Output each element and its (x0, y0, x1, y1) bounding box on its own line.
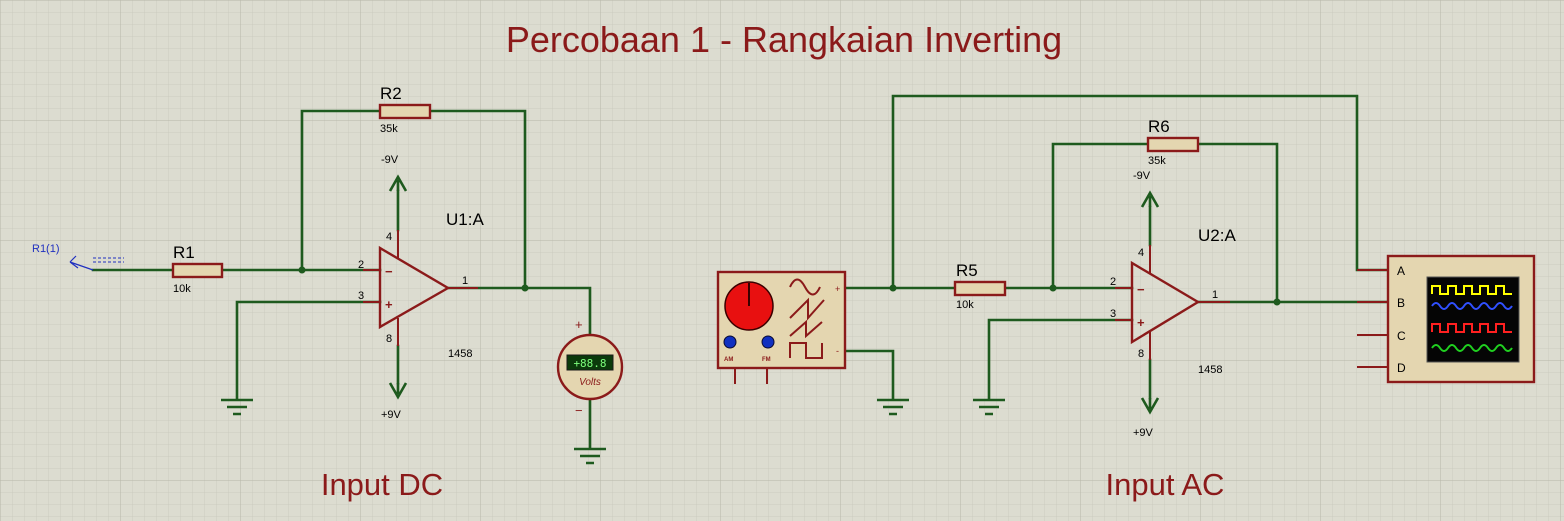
sine-wave-icon (789, 278, 821, 296)
opamp-ref: U2:A (1198, 226, 1236, 245)
fm-label: FM (762, 357, 771, 363)
voltage-probe[interactable]: R1(1) (32, 243, 124, 271)
voltmeter-reading: +88.8 (573, 357, 606, 370)
resistor-value: 35k (380, 123, 398, 135)
power-terminal-u2-vneg[interactable]: -9V (1133, 170, 1160, 208)
channel-label-a: A (1397, 264, 1405, 278)
opamp-part-number: 1458 (1198, 364, 1222, 376)
power-label: +9V (381, 409, 402, 421)
generator-plus-terminal: + (835, 284, 840, 294)
power-terminal-u1-vpos[interactable]: +9V (381, 382, 408, 421)
voltmeter-unit: Volts (579, 377, 601, 388)
ground-symbol (973, 398, 1005, 416)
triangle-wave-icon (789, 319, 823, 339)
junction-dot (521, 284, 529, 292)
section-label-dc: Input DC (321, 467, 443, 502)
power-terminal-u2-vpos[interactable]: +9V (1133, 397, 1160, 439)
ground-symbol (574, 447, 606, 465)
channel-label-c: C (1397, 329, 1406, 343)
resistor-value: 35k (1148, 155, 1166, 167)
trace-d-sine (1431, 344, 1513, 352)
pin-number-output: 1 (462, 275, 468, 287)
voltmeter-plus-sign: + (575, 317, 583, 332)
voltmeter[interactable]: +88.8 Volts + − (556, 317, 624, 418)
inverting-sign: − (1137, 282, 1145, 297)
oscilloscope[interactable]: A B C D (1357, 254, 1536, 384)
pin-number-vpos: 8 (1138, 348, 1144, 360)
resistor-r6[interactable]: R6 35k (1146, 117, 1200, 167)
function-generator[interactable]: AM FM + - (716, 270, 847, 384)
channel-label-d: D (1397, 361, 1406, 375)
diagram-title: Percobaan 1 - Rangkaian Inverting (506, 19, 1062, 60)
sawtooth-wave-icon (789, 297, 825, 321)
section-label-ac: Input AC (1106, 467, 1225, 502)
junction-dot (889, 284, 897, 292)
opamp-part-number: 1458 (448, 348, 472, 360)
resistor-ref: R5 (956, 261, 978, 280)
trace-a-square (1431, 285, 1512, 295)
channel-label-b: B (1397, 296, 1405, 310)
square-wave-icon (789, 342, 823, 359)
power-terminal-u1-vneg[interactable]: -9V (381, 154, 408, 192)
resistor-r1[interactable]: R1 10k (171, 243, 224, 295)
pin-number-inverting: 2 (1110, 276, 1116, 288)
pin-number-inverting: 2 (358, 259, 364, 271)
ground-symbol (877, 398, 909, 416)
resistor-r5[interactable]: R5 10k (953, 261, 1007, 311)
junction-dot (1049, 284, 1057, 292)
am-knob[interactable] (723, 335, 737, 349)
generator-minus-terminal: - (836, 346, 839, 356)
junction-dot (1273, 298, 1281, 306)
probe-label: R1(1) (32, 243, 60, 255)
voltmeter-display (566, 354, 614, 371)
fm-knob[interactable] (761, 335, 775, 349)
pin-number-noninverting: 3 (358, 290, 364, 302)
noninverting-sign: + (1137, 315, 1145, 330)
resistor-ref: R6 (1148, 117, 1170, 136)
pin-number-noninverting: 3 (1110, 308, 1116, 320)
resistor-value: 10k (956, 299, 974, 311)
ground-symbol (221, 398, 253, 416)
resistor-value: 10k (173, 283, 191, 295)
pin-number-vpos: 8 (386, 333, 392, 345)
pin-number-output: 1 (1212, 289, 1218, 301)
inverting-sign: − (385, 264, 393, 279)
wires-dc-circuit[interactable] (91, 109, 592, 450)
power-label: +9V (1133, 427, 1154, 439)
wires-ac-circuit[interactable] (843, 94, 1390, 400)
opamp-u1[interactable]: − + 2 3 1 4 8 U1:A 1458 (358, 210, 484, 360)
power-label: -9V (381, 154, 399, 166)
resistor-ref: R2 (380, 84, 402, 103)
resistor-ref: R1 (173, 243, 195, 262)
noninverting-sign: + (385, 297, 393, 312)
pin-number-vneg: 4 (1138, 247, 1144, 259)
trace-c-square (1431, 323, 1512, 333)
opamp-u2[interactable]: − + 2 3 1 4 8 U2:A 1458 (1110, 226, 1236, 376)
am-label: AM (724, 357, 733, 363)
trace-b-sine (1431, 302, 1513, 310)
power-label: -9V (1133, 170, 1151, 182)
pin-number-vneg: 4 (386, 231, 392, 243)
opamp-ref: U1:A (446, 210, 484, 229)
voltmeter-minus-sign: − (575, 403, 583, 418)
resistor-r2[interactable]: R2 35k (378, 84, 432, 135)
junction-dot (298, 266, 306, 274)
